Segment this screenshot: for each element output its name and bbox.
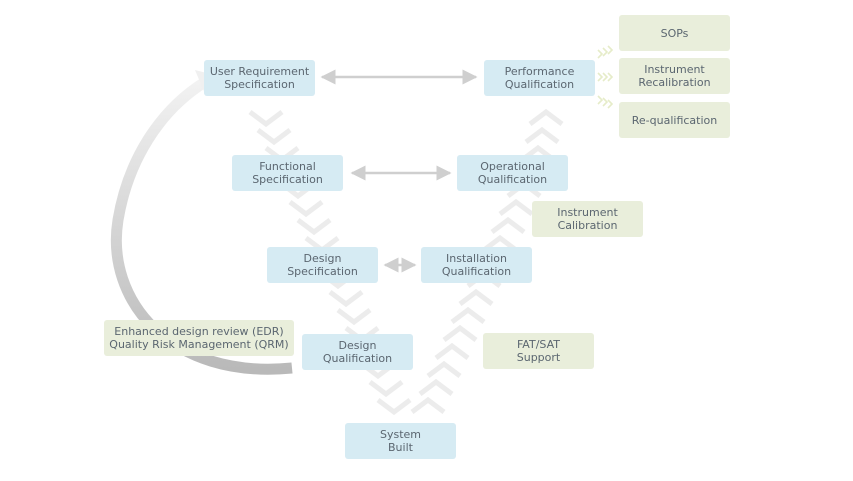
pq-support-chevrons bbox=[597, 45, 614, 109]
functional-specification-box: Functional Specification bbox=[232, 155, 343, 191]
fat-sat-support-box: FAT/SAT Support bbox=[483, 333, 594, 369]
instrument-calibration-box: Instrument Calibration bbox=[532, 201, 643, 237]
sops-box: SOPs bbox=[619, 15, 730, 51]
design-qualification-box: Design Qualification bbox=[302, 334, 413, 370]
instrument-recalibration-box: Instrument Recalibration bbox=[619, 58, 730, 94]
requalification-box: Re-qualification bbox=[619, 102, 730, 138]
system-built-box: System Built bbox=[345, 423, 456, 459]
edr-qrm-box: Enhanced design review (EDR) Quality Ris… bbox=[104, 320, 294, 356]
feedback-curve-arrow bbox=[111, 77, 293, 375]
installation-qualification-box: Installation Qualification bbox=[421, 247, 532, 283]
operational-qualification-box: Operational Qualification bbox=[457, 155, 568, 191]
design-specification-box: Design Specification bbox=[267, 247, 378, 283]
performance-qualification-box: Performance Qualification bbox=[484, 60, 595, 96]
user-requirement-specification-box: User Requirement Specification bbox=[204, 60, 315, 96]
